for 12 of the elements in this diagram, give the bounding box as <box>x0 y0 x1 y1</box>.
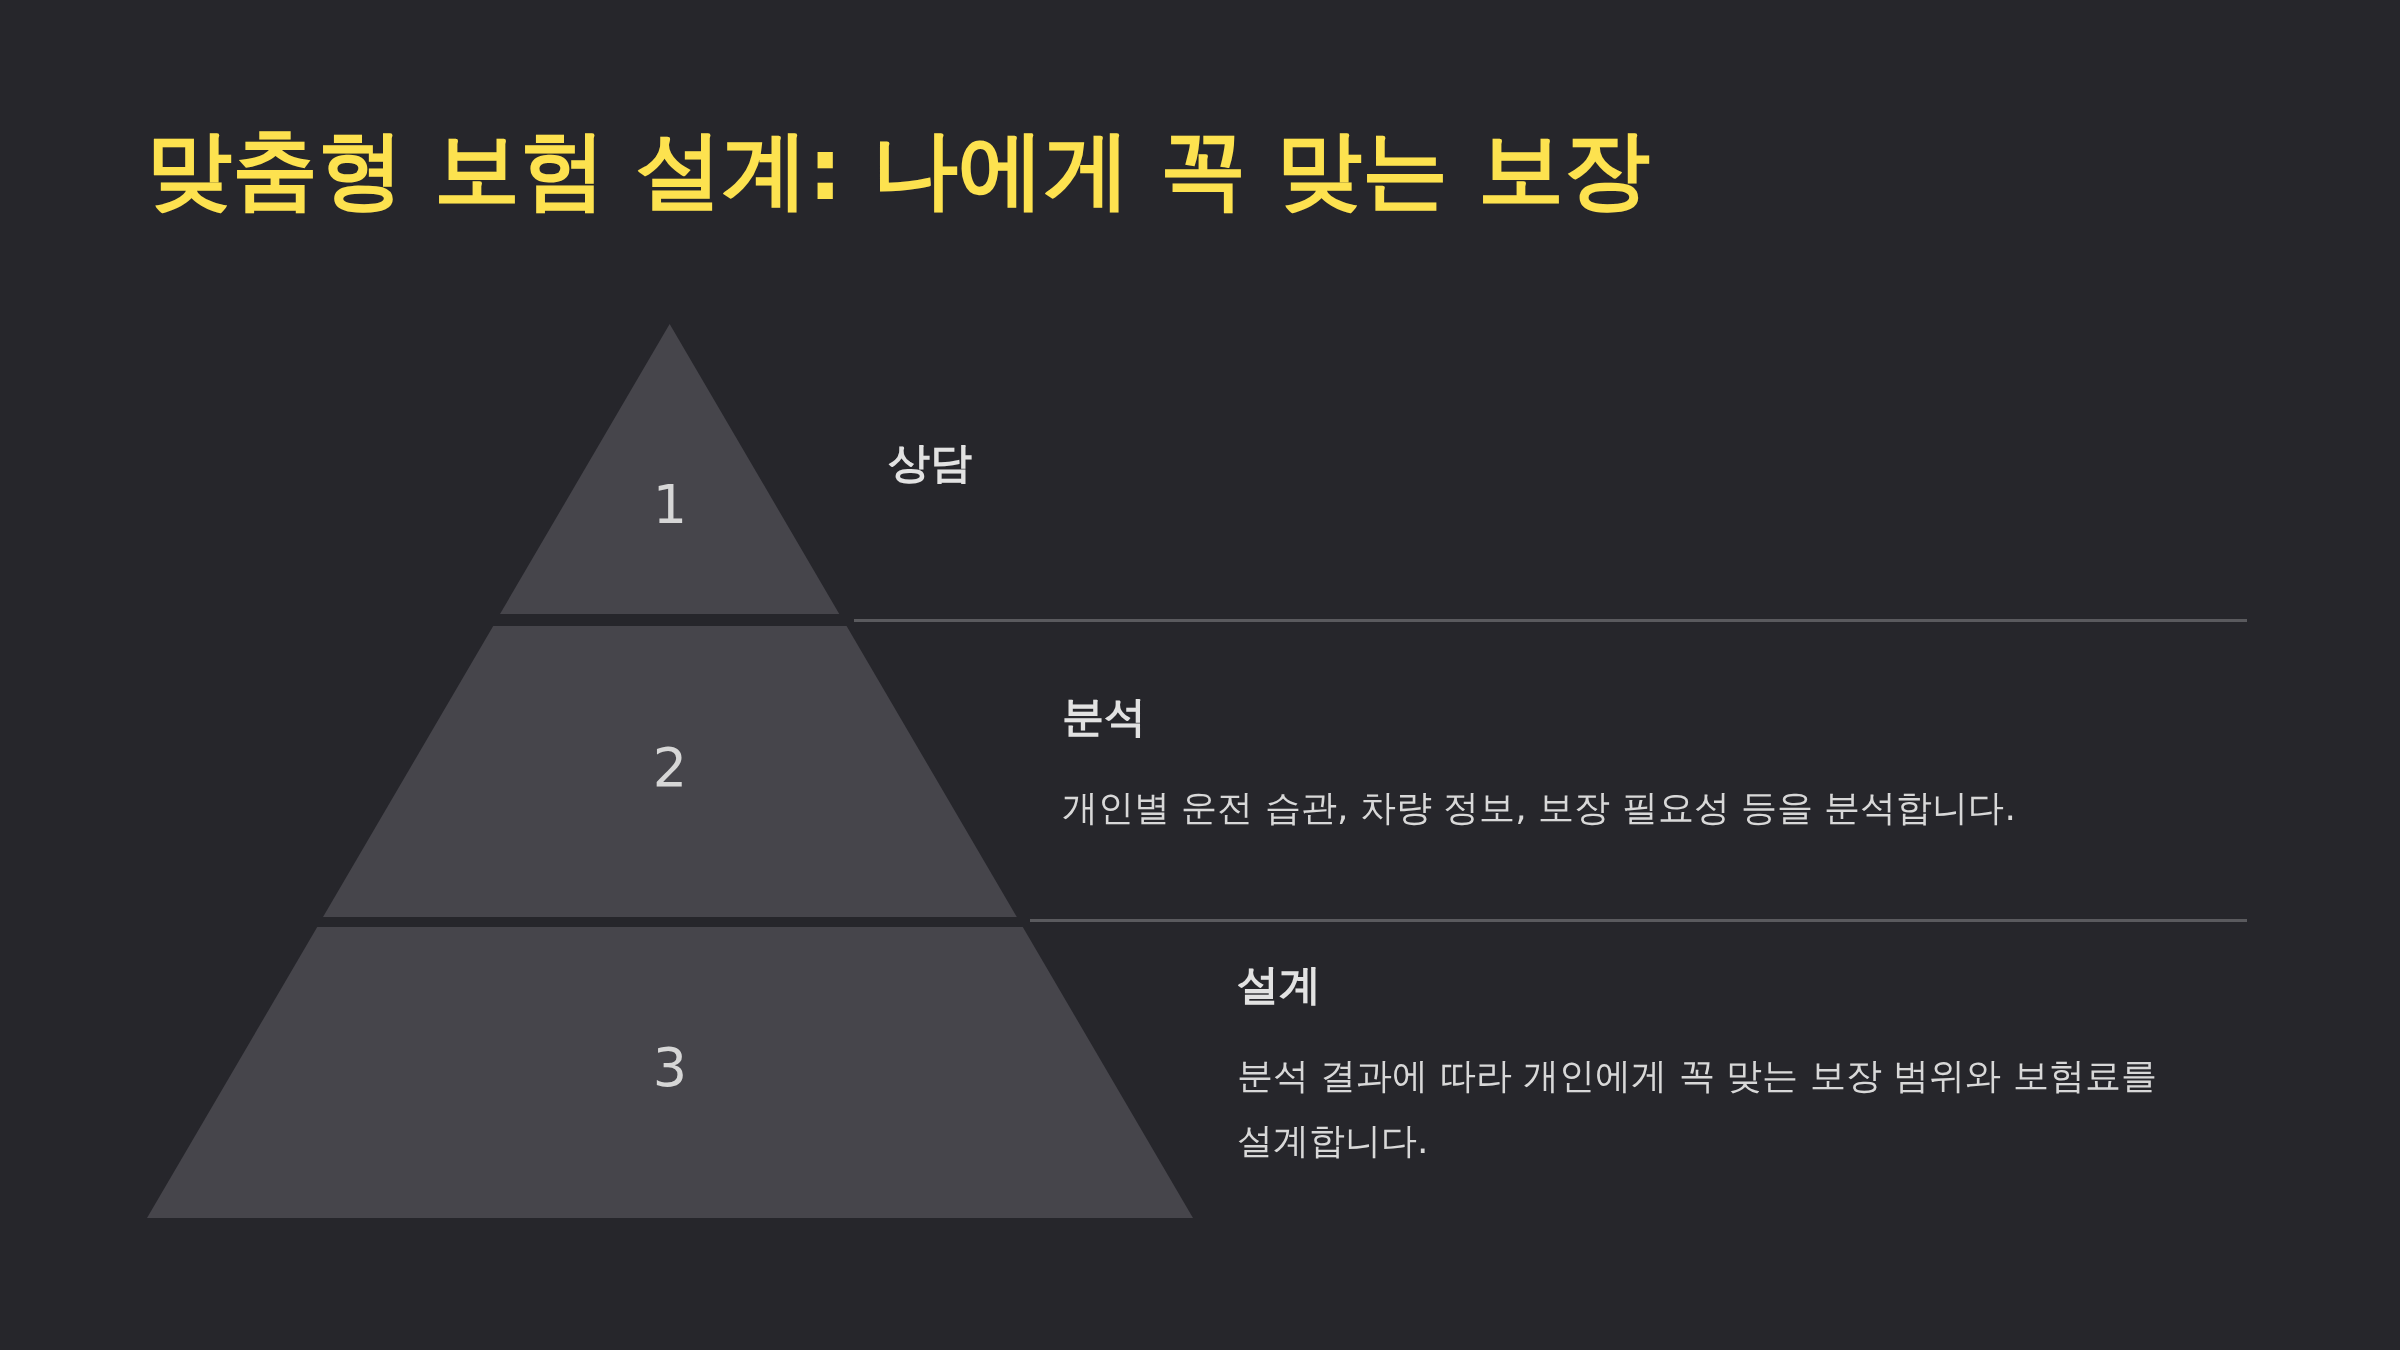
step-description: 개인별 운전 습관, 차량 정보, 보장 필요성 등을 분석합니다. <box>1062 786 2017 830</box>
tier-number: 3 <box>651 1041 689 1095</box>
tier-number: 1 <box>651 478 689 532</box>
pyramid-tier <box>323 626 1017 917</box>
pyramid-tier <box>500 324 840 614</box>
pyramid-tier <box>147 927 1193 1218</box>
tier-number: 2 <box>651 741 689 795</box>
step-heading: 분석 <box>1062 692 1146 743</box>
step-description: 분석 결과에 따라 개인에게 꼭 맞는 보장 범위와 보험료를 설계합니다. <box>1237 1054 2158 1163</box>
step-heading: 상담 <box>888 438 972 489</box>
title: 맞춤형 보험 설계: 나에게 꼭 맞는 보장 <box>146 118 1651 221</box>
step-heading: 설계 <box>1237 960 1321 1011</box>
